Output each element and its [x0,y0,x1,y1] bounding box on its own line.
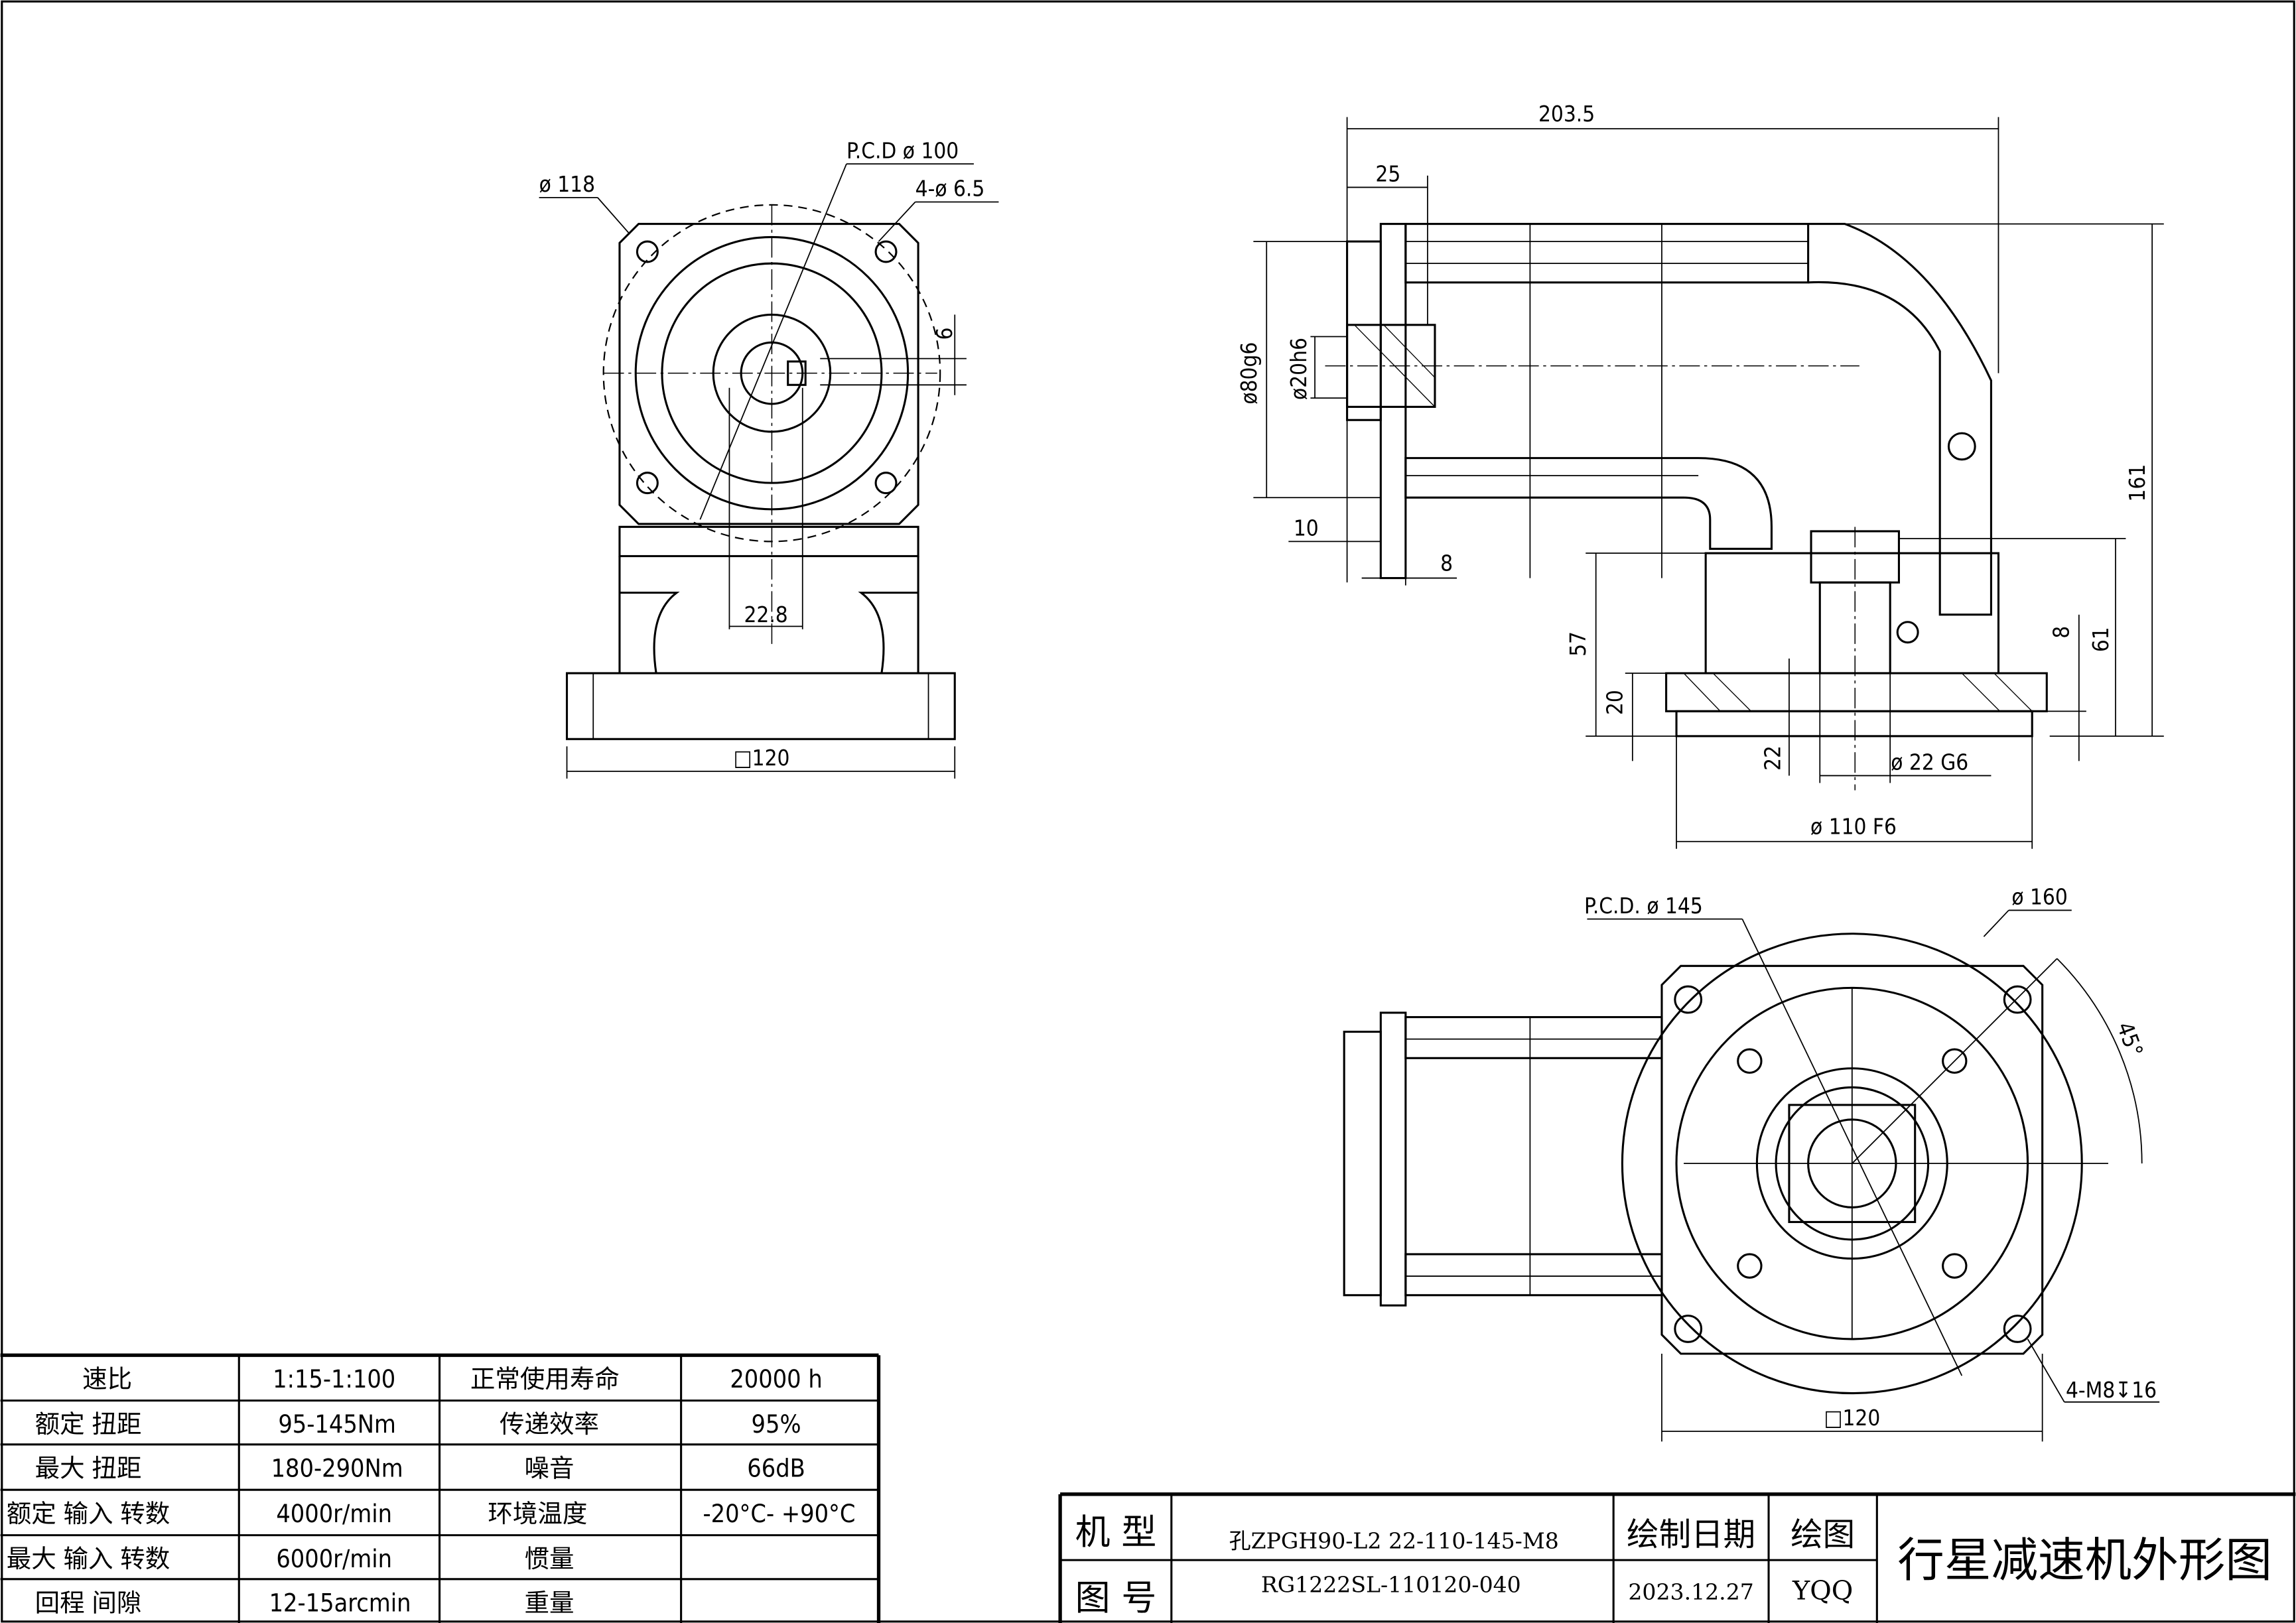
dim-m8: 4-M8↧16 [2066,1377,2157,1403]
dim-61: 61 [2088,627,2114,652]
spec-table: 速比 1:15-1:100 正常使用寿命 20000 h 额定 扭距 95-14… [0,1353,881,1623]
dim-d110f6: ø 110 F6 [1810,814,1897,840]
front-view: 22.8 □120 ø 118 P.C.D ø 100 4-ø 6.5 6 [539,137,999,779]
spec-label: 重量 [525,1588,574,1617]
drawing-no-value: RG1222SL-110120-040 [1261,1572,1521,1598]
spec-label: 速比 [82,1364,132,1394]
dim-203-5: 203.5 [1538,101,1595,127]
dim-45deg: 45° [2112,1019,2148,1061]
spec-label: 最大 输入 转数 [7,1544,170,1573]
dim-22-8: 22.8 [744,602,787,627]
drawn-value: YQQ [1792,1576,1853,1606]
spec-label: 额定 输入 转数 [7,1499,170,1528]
model-value: 孔ZPGH90-L2 22-110-145-M8 [1229,1527,1559,1553]
drawing-title: 行星减速机外形图 [1897,1532,2272,1587]
spec-label: 回程 间隙 [35,1588,142,1617]
side-view: 203.5 25 ø80g6 ø20h6 10 8 161 61 8 57 20… [1236,101,2164,849]
dim-d80g6: ø80g6 [1236,342,1262,405]
spec-value: 4000r/min [276,1499,392,1528]
spec-value: 66dB [747,1453,805,1482]
dim-sq120-bottom: □120 [1824,1405,1880,1431]
model-label: 机 型 [1075,1512,1157,1553]
date-value: 2023.12.27 [1628,1579,1753,1605]
dim-sq120: □120 [734,745,790,771]
dim-pcd145: P.C.D. ø 145 [1584,893,1703,919]
dim-10: 10 [1294,515,1319,541]
spec-label: 最大 扭距 [35,1453,142,1482]
spec-label: 惯量 [525,1544,574,1573]
dim-8-flange: 8 [2048,626,2074,639]
title-block: 机 型 图 号 孔ZPGH90-L2 22-110-145-M8 RG1222S… [1058,1492,2296,1623]
spec-value: 6000r/min [276,1544,392,1573]
dim-22: 22 [1760,746,1786,771]
spec-value: 12-15arcmin [269,1588,411,1617]
dim-d118: ø 118 [539,171,595,197]
spec-label: 环境温度 [488,1499,587,1528]
dim-6: 6 [931,328,957,340]
dim-25: 25 [1375,161,1400,187]
dim-d160: ø 160 [2011,884,2067,910]
spec-label: 传递效率 [500,1409,599,1439]
spec-value: 1:15-1:100 [273,1364,395,1394]
dim-8: 8 [1440,551,1453,576]
dim-d22g6: ø 22 G6 [1891,749,1968,775]
spec-label: 噪音 [525,1453,574,1482]
spec-value: 20000 h [730,1364,822,1394]
dim-20: 20 [1601,690,1627,715]
bottom-view: P.C.D. ø 145 ø 160 45° 4-M8↧16 □120 [1343,884,2160,1442]
drawn-label: 绘图 [1790,1516,1855,1553]
dim-holes: 4-ø 6.5 [915,176,985,202]
spec-value: -20°C- +90°C [703,1499,855,1528]
spec-label: 额定 扭距 [35,1409,142,1439]
spec-value: 95-145Nm [278,1409,396,1439]
dim-d20h6: ø20h6 [1286,338,1312,400]
dim-pcd100: P.C.D ø 100 [846,137,959,163]
spec-value: 180-290Nm [271,1453,403,1482]
dim-57: 57 [1565,631,1591,657]
drawing-no-label: 图 号 [1075,1578,1157,1618]
spec-label: 正常使用寿命 [470,1364,620,1394]
spec-value: 95% [752,1409,801,1439]
date-label: 绘制日期 [1627,1516,1755,1553]
dim-161: 161 [2124,464,2150,502]
